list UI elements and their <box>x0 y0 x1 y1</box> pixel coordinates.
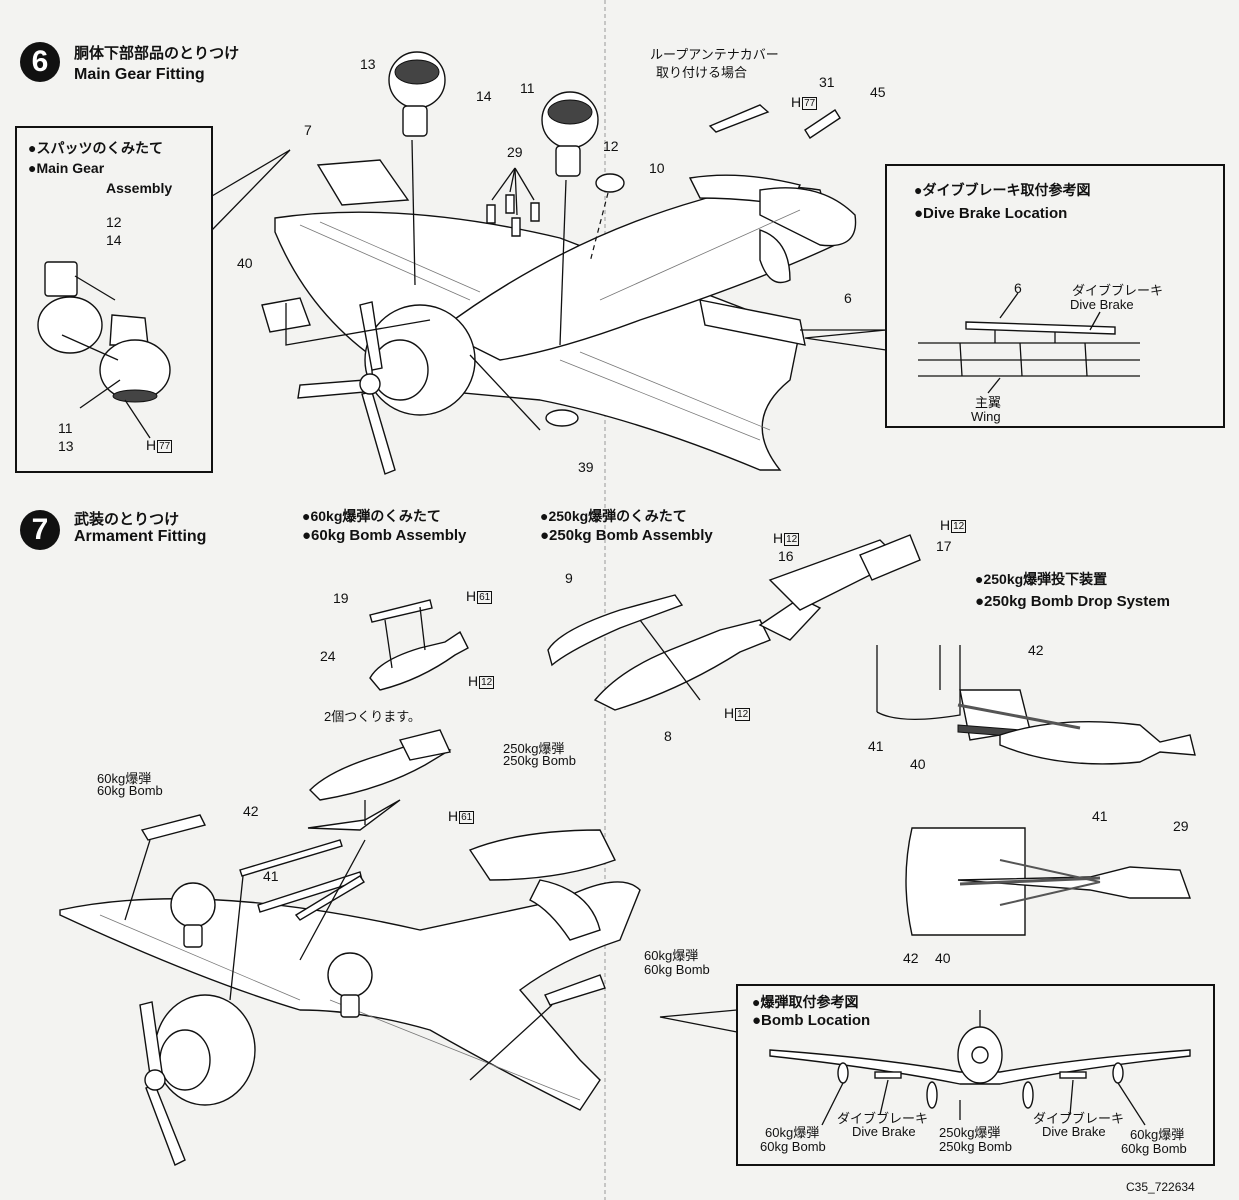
part-label: 10 <box>649 160 665 176</box>
loc-60kg-en: 60kg Bomb <box>760 1139 826 1154</box>
label-60kg-bomb-en: 60kg Bomb <box>644 962 710 977</box>
loc-60kg-jp: 60kg爆弾 <box>765 1125 820 1140</box>
part-label: 6 <box>844 290 852 306</box>
part-label: 13 <box>58 438 74 454</box>
loc-dive-brake-jp: ダイブブレーキ <box>837 1111 929 1126</box>
bomb250-assembly-en: ●250kg Bomb Assembly <box>540 527 713 544</box>
part-label: 45 <box>870 84 886 100</box>
part-label: 41 <box>1092 808 1108 824</box>
part-label: 6 <box>1014 280 1022 296</box>
label-250kg-bomb-en: 250kg Bomb <box>503 753 576 768</box>
loc-60kg-jp: 60kg爆弾 <box>1130 1127 1185 1142</box>
step-6-title-en: Main Gear Fitting <box>74 66 205 83</box>
part-label: 14 <box>476 88 492 104</box>
step-7-title-jp: 武装のとりつけ <box>74 511 180 528</box>
part-label: 29 <box>1173 818 1189 834</box>
loc-dive-brake-en: Dive Brake <box>852 1124 916 1139</box>
main-gear-assembly-jp: ●スパッツのくみたて <box>28 140 164 156</box>
part-label: 24 <box>320 648 336 664</box>
part-label: 11 <box>520 80 535 96</box>
part-label: 7 <box>304 122 312 138</box>
dive-brake-title-jp: ●ダイブブレーキ取付参考図 <box>914 182 1091 198</box>
part-label: 41 <box>868 738 884 754</box>
wing-en: Wing <box>971 409 1001 424</box>
bomb-location-title-en: ●Bomb Location <box>752 1012 871 1029</box>
loc-250kg-jp: 250kg爆弾 <box>939 1125 1001 1140</box>
main-gear-assembly-en: ●Main Gear <box>28 160 105 176</box>
part-label: 39 <box>578 459 594 475</box>
part-label: 40 <box>935 950 951 966</box>
step-6-badge: 6 <box>20 42 60 82</box>
part-label: 42 <box>1028 642 1044 658</box>
part-label: 12 <box>603 138 619 154</box>
part-label: 17 <box>936 538 952 554</box>
bomb60-assembly-jp: ●60kg爆弾のくみたて <box>302 508 441 524</box>
main-gear-assembly-en-2: Assembly <box>106 180 173 196</box>
part-label: 14 <box>106 232 122 248</box>
part-label: 29 <box>507 144 523 160</box>
bomb-location-title-jp: ●爆弾取付参考図 <box>752 994 859 1010</box>
drop-system-title-jp: ●250kg爆弾投下装置 <box>975 571 1108 587</box>
part-label: 40 <box>910 756 926 772</box>
part-label: 40 <box>237 255 253 271</box>
step-7-title-en: Armament Fitting <box>74 528 207 545</box>
loc-dive-brake-jp: ダイブブレーキ <box>1033 1111 1125 1126</box>
dive-brake-title-en: ●Dive Brake Location <box>914 205 1068 222</box>
label-250kg-bomb-jp: 250kg爆弾 <box>503 741 565 756</box>
part-label: 11 <box>58 420 73 436</box>
loc-dive-brake-en: Dive Brake <box>1042 1124 1106 1139</box>
step-6-title-jp: 胴体下部部品のとりつけ <box>74 45 240 62</box>
part-label: 19 <box>333 590 349 606</box>
part-label: 9 <box>565 570 573 586</box>
part-label: 42 <box>903 950 919 966</box>
loop-antenna-note-2: 取り付ける場合 <box>656 65 748 80</box>
loc-250kg-en: 250kg Bomb <box>939 1139 1012 1154</box>
part-label: 16 <box>778 548 794 564</box>
part-label: 8 <box>664 728 672 744</box>
part-label: 42 <box>243 803 259 819</box>
part-label: 13 <box>360 56 376 72</box>
label-60kg-bomb-en: 60kg Bomb <box>97 783 163 798</box>
dive-brake-jp: ダイブブレーキ <box>1072 283 1164 298</box>
bomb250-assembly-jp: ●250kg爆弾のくみたて <box>540 508 687 524</box>
footer-code: C35_722634 <box>1126 1180 1195 1194</box>
part-label: 12 <box>106 214 122 230</box>
label-60kg-bomb-jp: 60kg爆弾 <box>644 948 699 963</box>
drop-system-title-en: ●250kg Bomb Drop System <box>975 593 1170 610</box>
bomb60-assembly-en: ●60kg Bomb Assembly <box>302 527 467 544</box>
step-7-badge: 7 <box>20 510 60 550</box>
dive-brake-en: Dive Brake <box>1070 297 1134 312</box>
part-label: 41 <box>263 868 279 884</box>
loc-60kg-en: 60kg Bomb <box>1121 1141 1187 1156</box>
make-two-note: 2個つくります。 <box>324 709 421 724</box>
part-label: 31 <box>819 74 835 90</box>
loop-antenna-note-1: ループアンテナカバー <box>650 47 779 62</box>
label-60kg-bomb-jp: 60kg爆弾 <box>97 771 152 786</box>
wing-jp: 主翼 <box>975 395 1002 410</box>
